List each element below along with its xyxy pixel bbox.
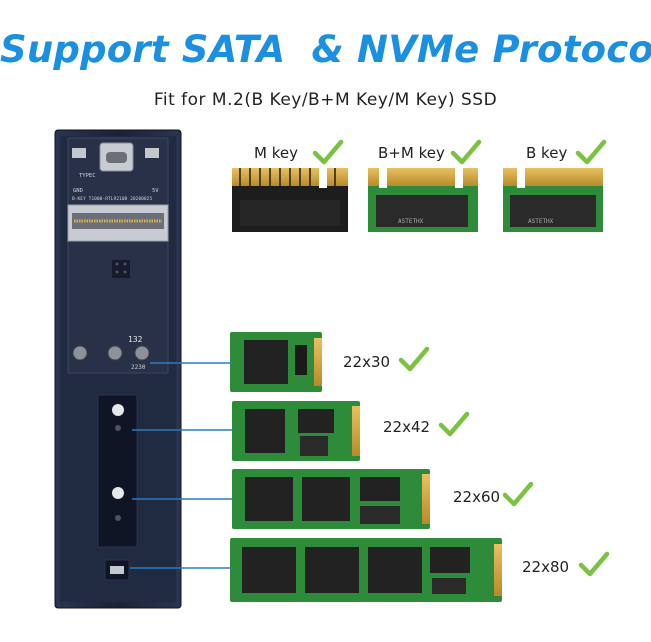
board-id: B-KEY T1000-RTL9210B 20200825 (72, 196, 152, 202)
page-title: Support SATA & NVMe Protocol (0, 28, 651, 71)
check-icon (450, 139, 482, 165)
check-icon (502, 481, 534, 507)
size-label-22x30: 22x30 (343, 353, 391, 371)
chip-label: 132 (128, 335, 143, 344)
pointer-lines (130, 362, 232, 569)
ssd-22x60 (232, 469, 430, 529)
size-marking: 2230 (131, 364, 146, 371)
check-icon (578, 551, 610, 577)
check-icon (575, 139, 607, 165)
bm-key-connector: ASTETHX (368, 166, 478, 232)
bm-key-label: B+M key (378, 144, 445, 162)
m-key-label: M key (254, 144, 298, 162)
size-label-22x80: 22x80 (522, 558, 570, 576)
ssd-marking-b: ASTETHX (528, 218, 554, 225)
check-icon (312, 139, 344, 165)
page-subtitle: Fit for M.2(B Key/B+M Key/M Key) SSD (153, 90, 498, 110)
size-label-22x42: 22x42 (383, 418, 431, 436)
gnd-label: GND (73, 188, 83, 194)
ssd-22x42 (232, 401, 360, 461)
ssd-enclosure: TYPEC GND 5V B-KEY T1000-RTL9210B 202008… (54, 129, 182, 609)
m-key-connector (232, 166, 348, 232)
ssd-marking-bm: ASTETHX (398, 218, 424, 225)
check-icon (398, 346, 430, 372)
ssd-22x80 (230, 538, 502, 602)
ssd-22x30 (230, 332, 322, 392)
v-label: 5V (152, 188, 159, 194)
b-key-connector: ASTETHX (503, 166, 603, 232)
b-key-label: B key (526, 144, 568, 162)
check-icon (438, 411, 470, 437)
port-label: TYPEC (79, 173, 96, 179)
size-label-22x60: 22x60 (453, 488, 501, 506)
